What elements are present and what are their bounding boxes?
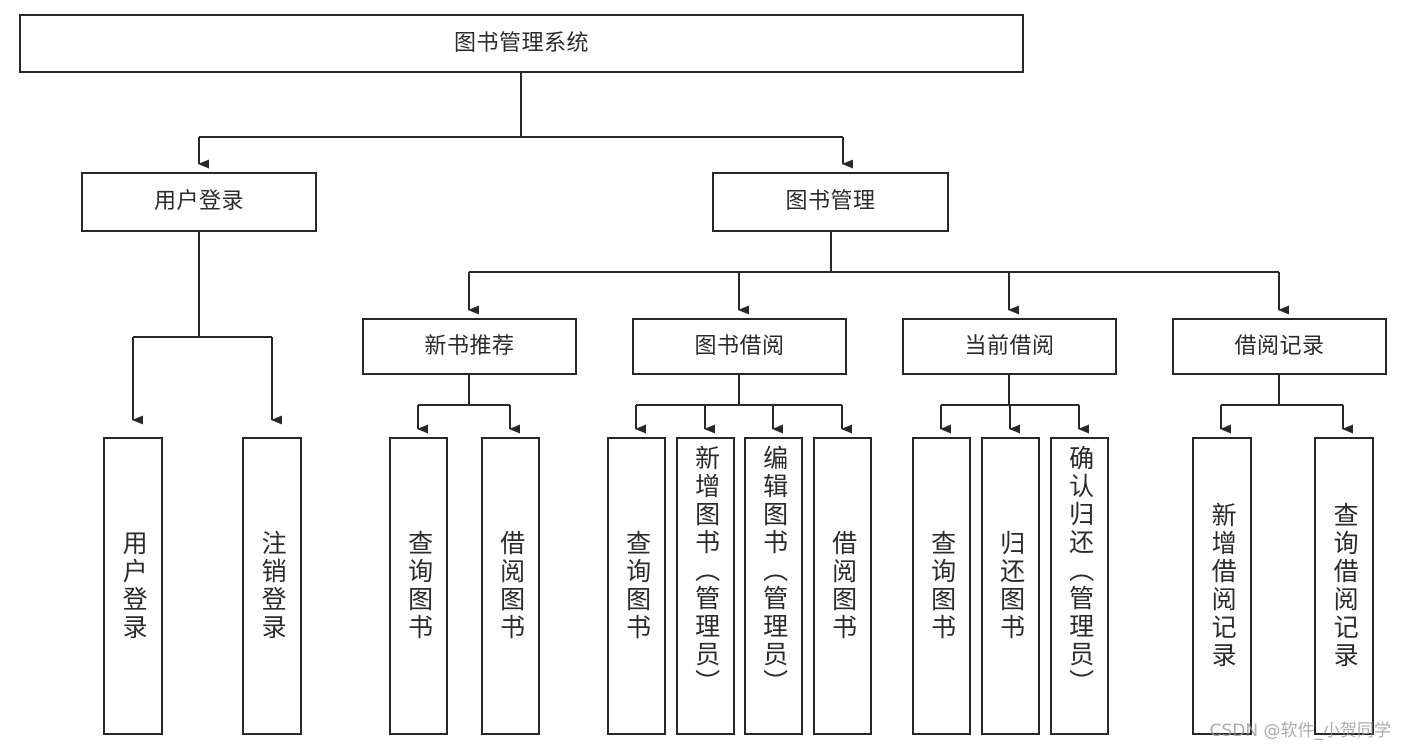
csdn-watermark: CSDN @软件_小贺同学 (1209, 721, 1391, 741)
node-label: 借阅图书 (496, 530, 526, 642)
node-new-book-recommend[interactable]: 新书推荐 (362, 318, 577, 375)
leaf-borrow-book-borrow[interactable]: 借阅图书 (813, 437, 872, 735)
node-root-system[interactable]: 图书管理系统 (19, 14, 1024, 73)
node-book-borrow[interactable]: 图书借阅 (632, 318, 847, 375)
node-book-management[interactable]: 图书管理 (712, 172, 949, 232)
leaf-user-login[interactable]: 用户登录 (103, 437, 163, 735)
node-label: 图书借阅 (694, 333, 785, 359)
node-label: 归还图书 (996, 530, 1026, 642)
node-label: 图书管理系统 (453, 30, 589, 56)
leaf-logout-login[interactable]: 注销登录 (242, 437, 302, 735)
node-current-borrow[interactable]: 当前借阅 (902, 318, 1117, 375)
leaf-query-borrow-record[interactable]: 查询借阅记录 (1314, 437, 1374, 735)
node-label: 查询图书 (622, 530, 652, 642)
node-label: 确认归还（管理员） (1065, 445, 1095, 697)
node-label: 当前借阅 (964, 333, 1055, 359)
node-label: 查询借阅记录 (1330, 502, 1360, 670)
leaf-edit-book-admin[interactable]: 编辑图书（管理员） (744, 437, 803, 735)
node-label: 用户登录 (153, 189, 244, 214)
node-label: 新增借阅记录 (1208, 502, 1238, 670)
node-label: 新书推荐 (424, 333, 515, 359)
leaf-query-book-borrow[interactable]: 查询图书 (607, 437, 666, 735)
leaf-return-book[interactable]: 归还图书 (981, 437, 1040, 735)
node-label: 用户登录 (119, 530, 149, 642)
leaf-query-book-current[interactable]: 查询图书 (912, 437, 971, 735)
node-label: 新增图书（管理员） (691, 445, 721, 697)
node-label: 查询图书 (927, 530, 957, 642)
node-user-login[interactable]: 用户登录 (81, 172, 317, 232)
leaf-add-borrow-record[interactable]: 新增借阅记录 (1192, 437, 1252, 735)
leaf-query-book-newbook[interactable]: 查询图书 (389, 437, 448, 735)
node-label: 图书管理 (785, 189, 876, 214)
leaf-add-book-admin[interactable]: 新增图书（管理员） (676, 437, 735, 735)
node-label: 借阅记录 (1234, 333, 1325, 359)
node-label: 查询图书 (404, 530, 434, 642)
node-label: 借阅图书 (828, 530, 858, 642)
leaf-borrow-book-newbook[interactable]: 借阅图书 (481, 437, 540, 735)
leaf-confirm-return-admin[interactable]: 确认归还（管理员） (1050, 437, 1109, 735)
node-label: 编辑图书（管理员） (759, 445, 789, 697)
node-label: 注销登录 (258, 530, 288, 642)
node-borrow-records[interactable]: 借阅记录 (1172, 318, 1387, 375)
